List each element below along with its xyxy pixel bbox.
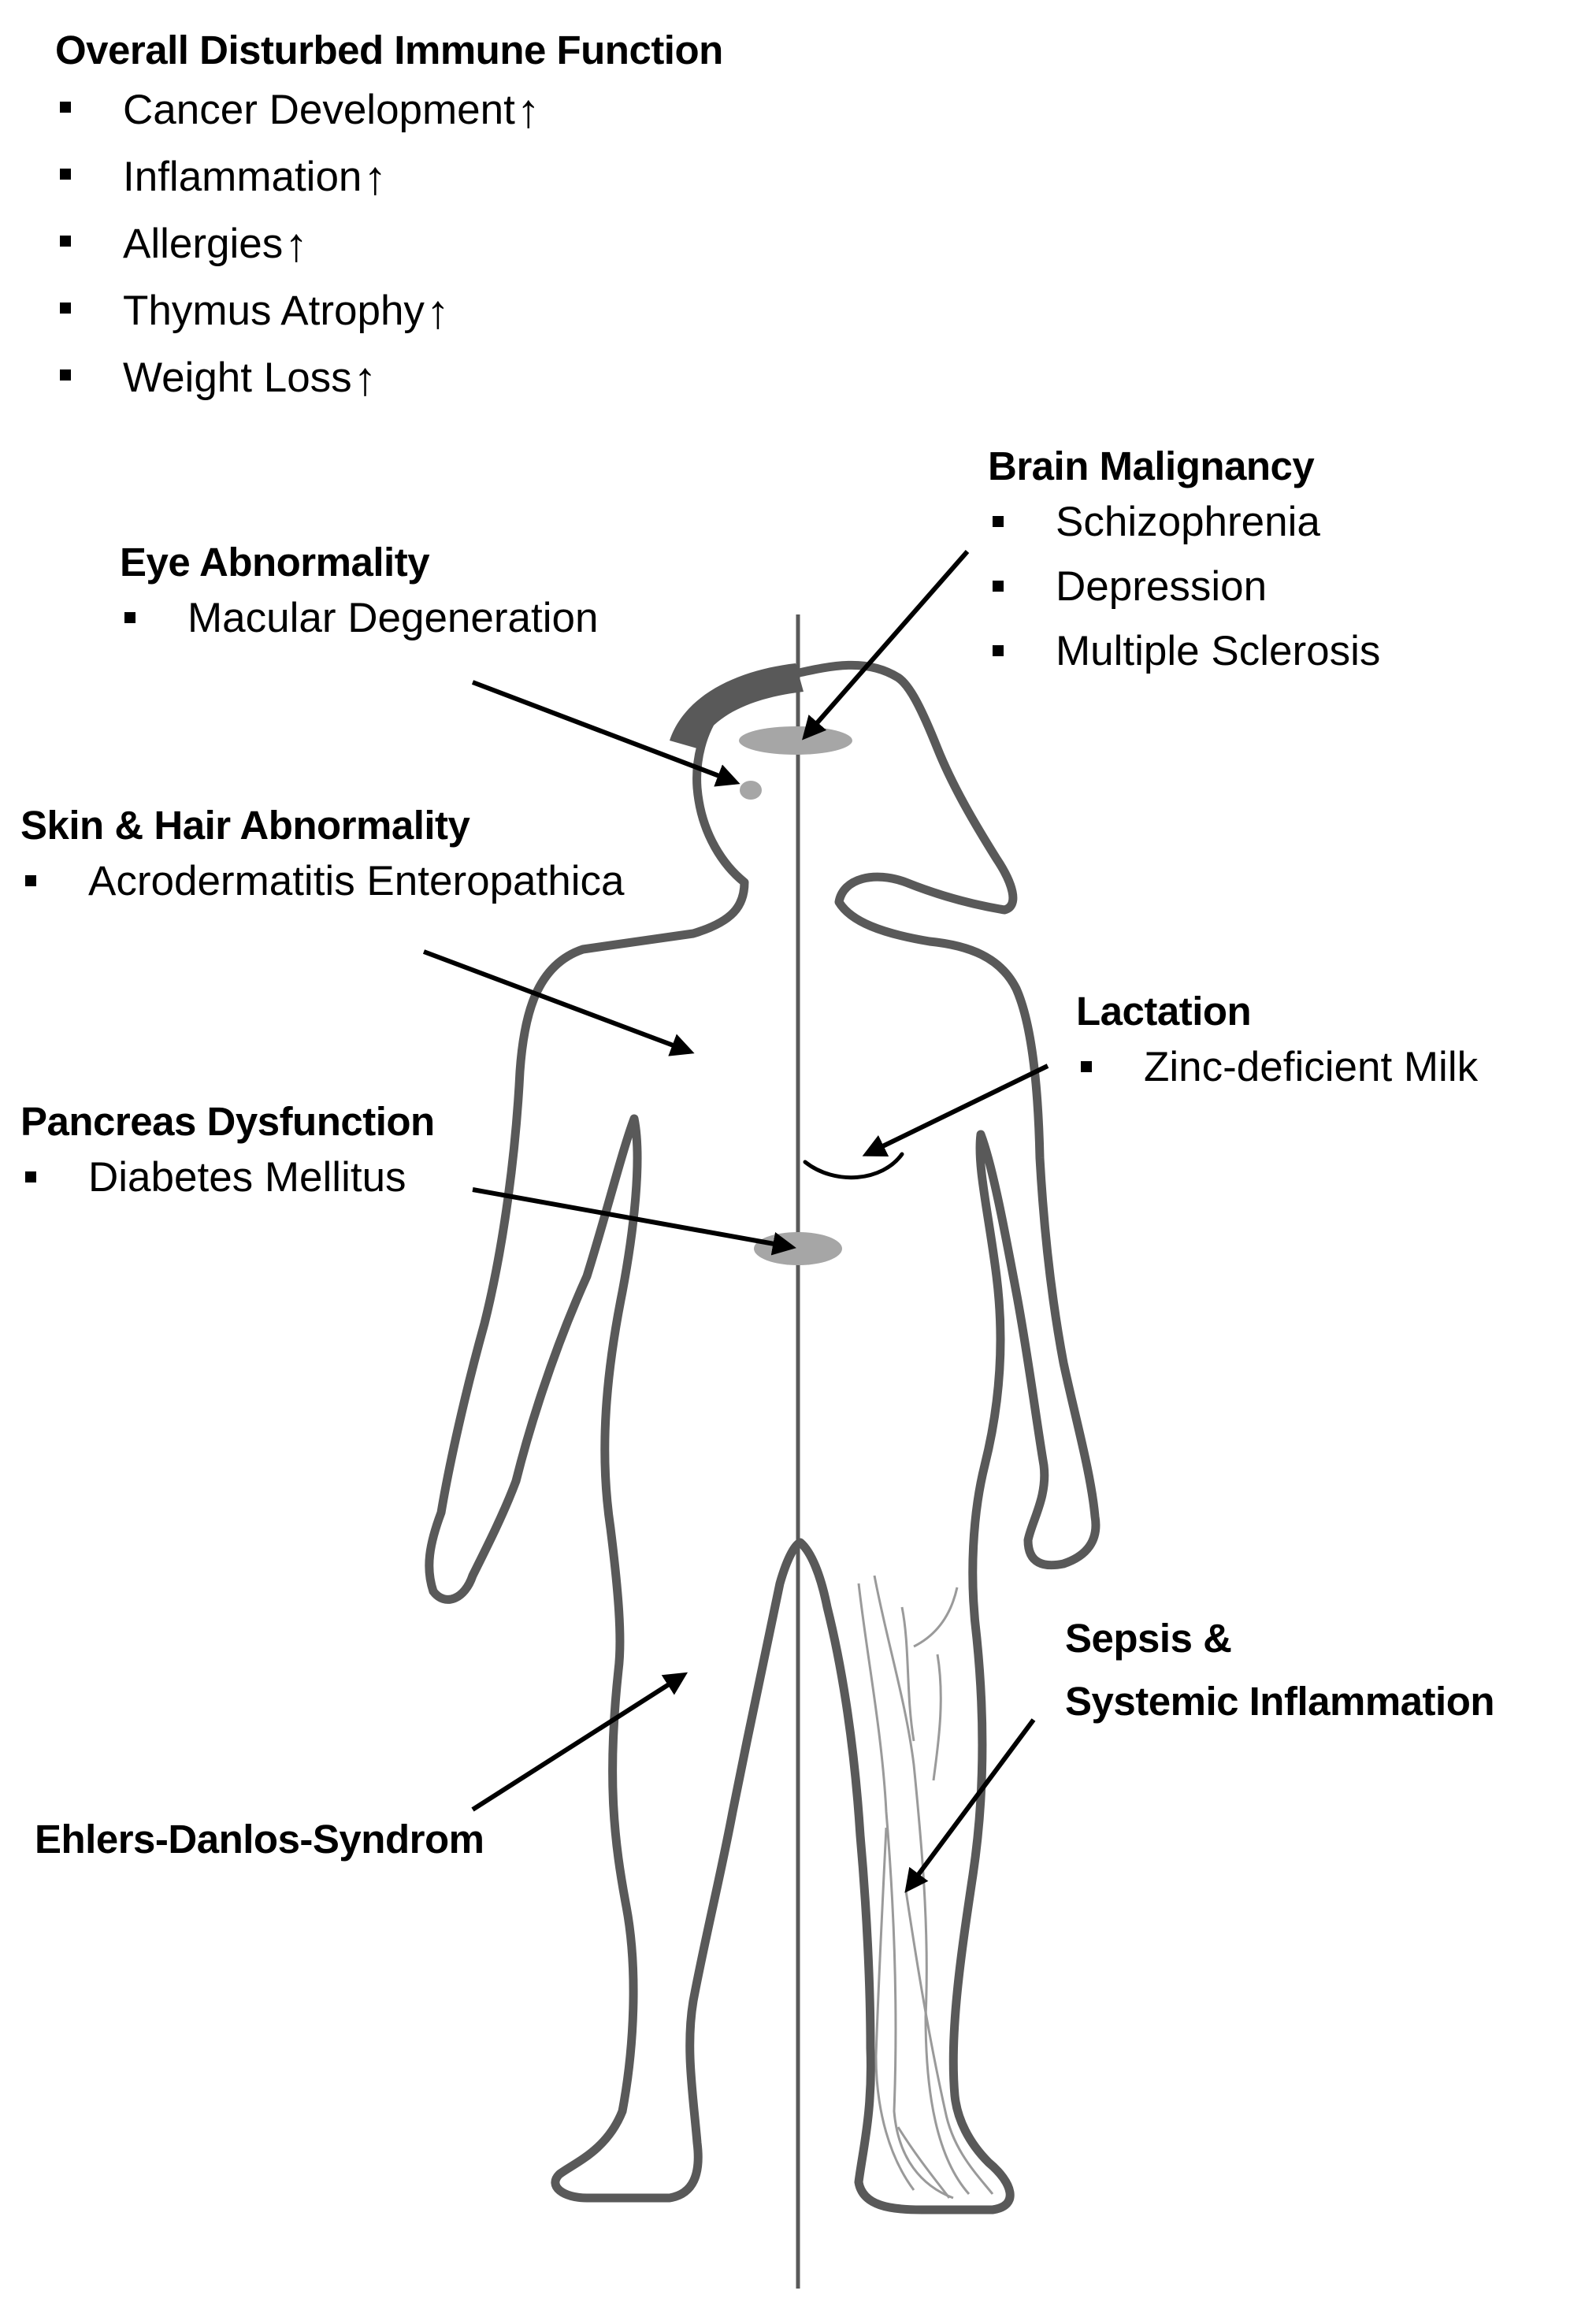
leg-veins bbox=[857, 1575, 994, 2200]
up-arrow-icon: ↑ bbox=[516, 84, 540, 137]
pancreas-title: Pancreas Dysfunction bbox=[20, 1099, 435, 1144]
bullet-icon bbox=[60, 236, 71, 247]
bullet-icon bbox=[993, 516, 1004, 527]
arrow-skin bbox=[422, 949, 695, 1056]
skin-title: Skin & Hair Abnormality bbox=[20, 803, 470, 848]
bullet-icon bbox=[25, 875, 36, 886]
list-item: Schizophrenia bbox=[988, 490, 1380, 555]
bullet-icon bbox=[60, 369, 71, 381]
bullet-icon bbox=[60, 303, 71, 314]
lactation-list: Zinc-deficient Milk bbox=[1076, 1035, 1478, 1100]
list-item: Zinc-deficient Milk bbox=[1076, 1035, 1478, 1100]
list-item: Acrodermatitis Enteropathica bbox=[20, 849, 625, 914]
brain-title: Brain Malignancy bbox=[988, 444, 1315, 488]
skin-list: Acrodermatitis Enteropathica bbox=[20, 849, 625, 914]
up-arrow-icon: ↑ bbox=[363, 151, 388, 204]
brain-organ bbox=[739, 726, 852, 755]
bullet-icon bbox=[1081, 1061, 1092, 1072]
bullet-icon bbox=[60, 102, 71, 113]
lactation-block: Lactation Zinc-deficient Milk bbox=[1076, 988, 1478, 1100]
eye-block: Eye Abnormality Macular Degeneration bbox=[120, 539, 598, 651]
list-item: Inflammation↑ bbox=[55, 143, 723, 210]
ehlers-block: Ehlers-Danlos-Syndrom bbox=[35, 1816, 484, 1863]
arrow-eye bbox=[471, 680, 740, 787]
arrow-sepsis bbox=[904, 1718, 1036, 1893]
hair-shape bbox=[670, 663, 804, 748]
list-item: Diabetes Mellitus bbox=[20, 1145, 435, 1210]
arrow-lactation bbox=[862, 1064, 1049, 1156]
sepsis-title-line1: Sepsis & bbox=[1065, 1616, 1232, 1661]
list-item: Depression bbox=[988, 555, 1380, 619]
body-outline bbox=[425, 660, 1100, 2214]
up-arrow-icon: ↑ bbox=[284, 218, 309, 271]
eye-title: Eye Abnormality bbox=[120, 540, 430, 585]
immune-title: Overall Disturbed Immune Function bbox=[55, 28, 723, 72]
arrow-brain bbox=[802, 550, 970, 741]
bullet-icon bbox=[993, 645, 1004, 656]
bullet-icon bbox=[25, 1171, 36, 1182]
up-arrow-icon: ↑ bbox=[425, 285, 450, 338]
eye-list: Macular Degeneration bbox=[120, 586, 598, 651]
list-item: Multiple Sclerosis bbox=[988, 619, 1380, 684]
immune-list: Cancer Development↑ Inflammation↑ Allerg… bbox=[55, 76, 723, 410]
eye-organ bbox=[740, 781, 762, 800]
brain-list: Schizophrenia Depression Multiple Sclero… bbox=[988, 490, 1380, 684]
pancreas-organ bbox=[754, 1232, 842, 1265]
bullet-icon bbox=[993, 581, 1004, 592]
lactation-title: Lactation bbox=[1076, 989, 1252, 1034]
pancreas-list: Diabetes Mellitus bbox=[20, 1145, 435, 1210]
annotation-arrows bbox=[422, 550, 1049, 1893]
bullet-icon bbox=[124, 612, 135, 623]
ehlers-title: Ehlers-Danlos-Syndrom bbox=[35, 1817, 484, 1862]
list-item: Macular Degeneration bbox=[120, 586, 598, 651]
brain-block: Brain Malignancy Schizophrenia Depressio… bbox=[988, 443, 1380, 684]
sepsis-title-line2: Systemic Inflammation bbox=[1065, 1679, 1495, 1724]
list-item: Allergies↑ bbox=[55, 210, 723, 277]
arrow-pancreas bbox=[472, 1187, 796, 1256]
arrow-ehlers bbox=[471, 1672, 689, 1812]
list-item: Weight Loss↑ bbox=[55, 343, 723, 410]
immune-block: Overall Disturbed Immune Function Cancer… bbox=[55, 27, 723, 410]
skin-block: Skin & Hair Abnormality Acrodermatitis E… bbox=[20, 802, 625, 914]
pancreas-block: Pancreas Dysfunction Diabetes Mellitus bbox=[20, 1098, 435, 1210]
sepsis-block: Sepsis & Systemic Inflammation bbox=[1065, 1607, 1495, 1733]
up-arrow-icon: ↑ bbox=[353, 352, 377, 405]
bullet-icon bbox=[60, 169, 71, 180]
list-item: Thymus Atrophy↑ bbox=[55, 277, 723, 343]
list-item: Cancer Development↑ bbox=[55, 76, 723, 143]
breast-curve bbox=[803, 1152, 904, 1180]
